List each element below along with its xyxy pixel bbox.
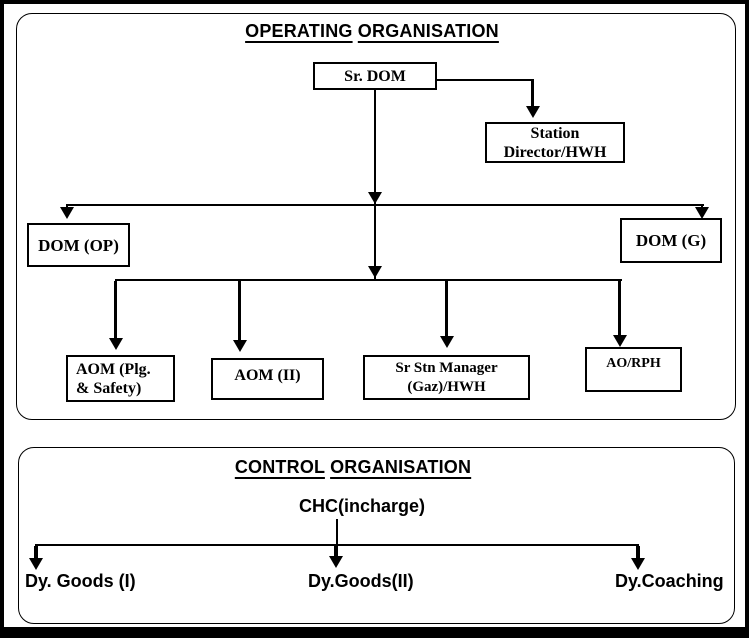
node-sr-stn-manager: Sr Stn Manager (Gaz)/HWH [363,355,530,400]
arrowhead-trunk-level2 [368,266,382,278]
operating-title: OPERATING ORGANISATION [245,21,499,41]
node-station-director: Station Director/HWH [485,122,625,163]
node-aom-plg-safety: AOM (Plg. & Safety) [66,355,175,402]
arrowhead-trunk-level1 [368,192,382,204]
node-dy-coaching: Dy.Coaching [615,571,724,591]
node-aom-plg-line2: & Safety) [76,379,142,397]
frame-top [0,0,749,4]
connector-chc-v [336,519,338,545]
connector-srdom-station-h [437,79,533,81]
connector-dygoods1-v [34,546,38,560]
control-panel [18,447,735,624]
node-dom-g: DOM (G) [620,218,722,263]
connector-level2-rail [115,279,622,281]
node-aom-plg-line1: AOM (Plg. [76,360,151,378]
arrowhead-station-director [526,106,540,118]
connector-aorph-v [618,281,621,335]
node-station-director-line1: Station [530,124,580,142]
frame-bottom [0,627,749,638]
node-dy-goods-1: Dy. Goods (I) [25,571,136,591]
connector-aomii-v [238,281,241,341]
node-sr-dom: Sr. DOM [313,62,437,90]
arrowhead-dy-goods-2 [329,556,343,568]
node-ao-rph: AO/RPH [585,347,682,392]
arrowhead-aom-ii [233,340,247,352]
node-chc-incharge: CHC(incharge) [298,496,426,516]
connector-aomplg-v [114,281,117,339]
arrowhead-dom-g [695,207,709,219]
frame-left [0,0,4,638]
node-dom-op: DOM (OP) [27,223,130,267]
node-aom-ii-label: AOM (II) [234,367,301,384]
frame-right [745,0,749,638]
arrowhead-dy-goods-1 [29,558,43,570]
control-title: CONTROL ORGANISATION [234,457,472,477]
node-sr-stn-line1: Sr Stn Manager [395,359,498,376]
connector-srdom-station-v [531,79,534,107]
node-dom-op-label: DOM (OP) [38,235,119,255]
connector-control-rail [35,544,639,546]
connector-level1-rail [66,204,704,206]
arrowhead-dom-op [60,207,74,219]
arrowhead-ao-rph [613,335,627,347]
connector-srstn-v [445,281,448,337]
node-station-director-line2: Director/HWH [503,143,607,161]
node-sr-dom-label: Sr. DOM [344,67,406,85]
node-dom-g-label: DOM (G) [635,231,707,250]
node-sr-stn-line2: (Gaz)/HWH [407,378,486,395]
connector-dycoaching-v [636,546,640,560]
node-dy-goods-2: Dy.Goods(II) [308,571,414,591]
connector-dygoods2-v [334,546,338,558]
node-ao-rph-label: AO/RPH [606,356,661,371]
arrowhead-dy-coaching [631,558,645,570]
arrowhead-aom-plg [109,338,123,350]
node-aom-ii: AOM (II) [211,358,324,400]
connector-trunk-v [374,90,376,279]
arrowhead-sr-stn [440,336,454,348]
